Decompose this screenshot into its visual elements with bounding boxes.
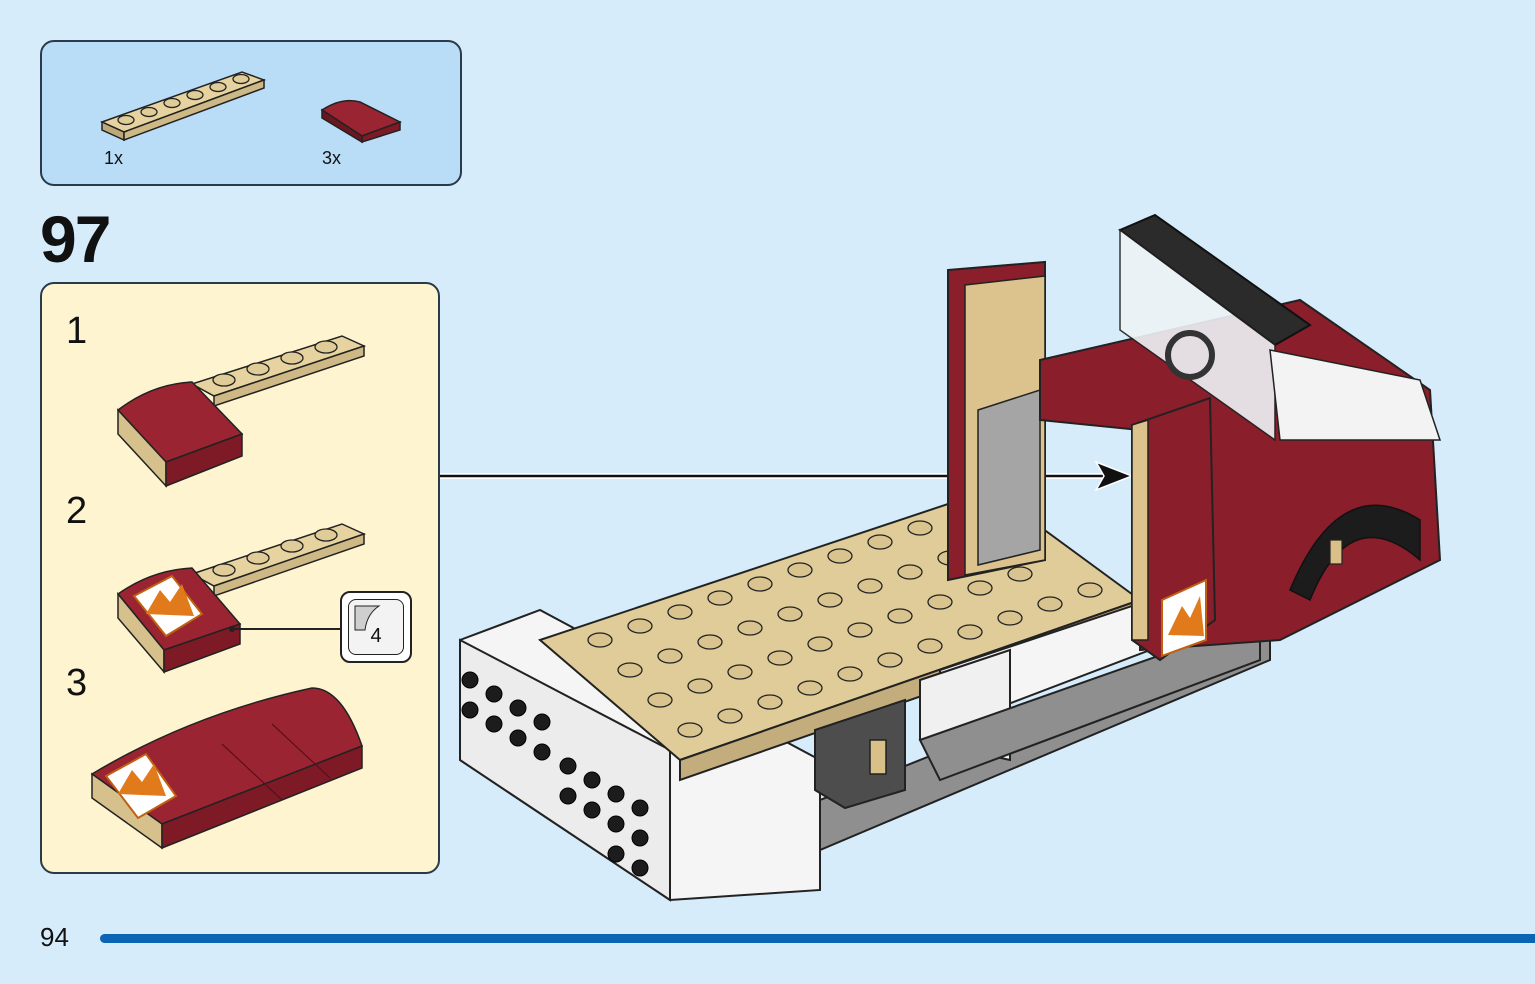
substep-1-assembly [116, 335, 367, 488]
tan-plate-1x6-part [100, 71, 267, 142]
substep-number-3: 3 [66, 662, 88, 704]
step-number: 97 [40, 202, 111, 276]
part-quantity-2: 3x [322, 148, 342, 168]
substep-illustrations [90, 335, 367, 850]
part-quantity-1: 1x [104, 148, 124, 168]
substep-2-assembly [116, 523, 367, 675]
sticker-icon: 4 [348, 599, 404, 655]
page-number: 94 [40, 922, 69, 952]
page-footer-bar [100, 934, 1535, 943]
substep-number-2: 2 [66, 490, 88, 532]
substep-3-assembly [90, 687, 363, 850]
parts-list-box: 1x 3x [40, 40, 462, 186]
sticker-number: 4 [370, 625, 382, 647]
substep-number-1: 1 [66, 310, 88, 352]
sticker-callout: 4 [340, 591, 412, 663]
parts-illustrations [100, 71, 402, 144]
placement-arrow-icon [440, 460, 1135, 492]
substep-box: 1 2 3 [40, 282, 440, 874]
dark-red-slope-part [320, 99, 402, 144]
